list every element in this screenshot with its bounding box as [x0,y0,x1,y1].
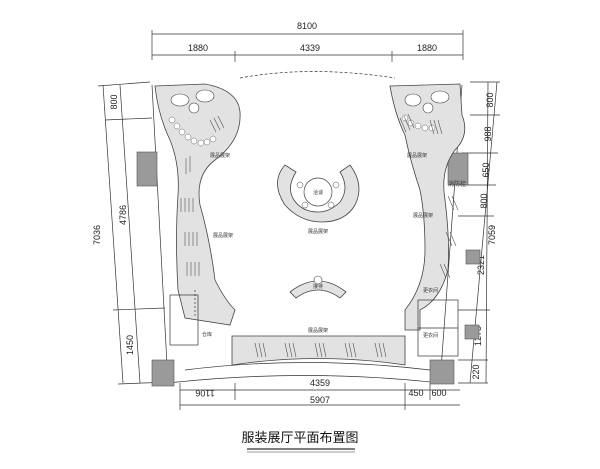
room-outline [151,71,463,384]
dim-right-7: 220 [471,364,481,379]
dim-top-total: 8100 [297,21,317,31]
dim-top-mid: 4339 [300,43,320,53]
dim-right-outer: 7059 [487,225,497,245]
label-fire-hydrant: 消防栓 [448,180,466,188]
column-left-bottom [151,359,175,387]
sofa-group-right [404,90,450,114]
sofa-group-left [170,89,215,114]
dim-left-top: 800 [109,94,119,109]
dim-right-3: 650 [481,162,491,177]
dim-left-bottom: 1450 [125,335,135,355]
reception-desk [289,275,347,299]
dim-right-1: 800 [485,92,495,107]
center-island [277,164,360,223]
dim-right-2: 988 [483,126,493,141]
label-reception: 接待 [313,283,323,290]
dim-right-5: 2321 [476,255,486,275]
label-fitting-2: 更衣间 [423,332,438,339]
dim-bottom-mid: 4359 [310,378,330,388]
label-center-display: 展品展架 [308,229,328,235]
dim-bottom-r2: 600 [431,388,446,398]
label-display-2: 展品展架 [213,233,233,239]
column-left-mid [136,151,158,187]
label-center-table: 洽谈 [313,189,323,196]
dim-left-outer: 7036 [92,225,102,245]
column-right-low [464,324,480,340]
column-right-mid [465,249,481,265]
dim-top-right: 1880 [417,43,437,53]
label-display-3: 展品展架 [407,153,427,159]
label-warehouse: 仓库 [202,331,212,338]
dim-left-mid: 4786 [118,205,128,225]
column-right-bottom [429,359,455,385]
label-display-1: 展品展架 [210,153,230,159]
left-display-wall [154,83,241,346]
label-fitting-1: 更衣间 [423,287,438,294]
column-right-top [447,152,469,186]
label-display-5: 展品展架 [308,328,328,334]
dim-bottom-left: 1106 [195,388,214,398]
bottom-display-strip [231,335,406,366]
dim-bottom-total: 5907 [310,395,330,405]
dimension-bottom: 4359 1106 5907 450 600 [179,378,460,410]
dimension-top: 8100 1880 4339 1880 [151,21,464,62]
dim-top-left: 1880 [188,43,208,53]
dimension-left: 7036 800 4786 1450 [92,81,171,385]
plan-title: 服装展厅平面布置图 [241,431,358,446]
right-display-wall [389,83,466,357]
dim-bottom-r1: 450 [408,388,423,398]
label-display-4: 展品展架 [413,213,433,219]
dim-right-4: 800 [479,193,489,208]
